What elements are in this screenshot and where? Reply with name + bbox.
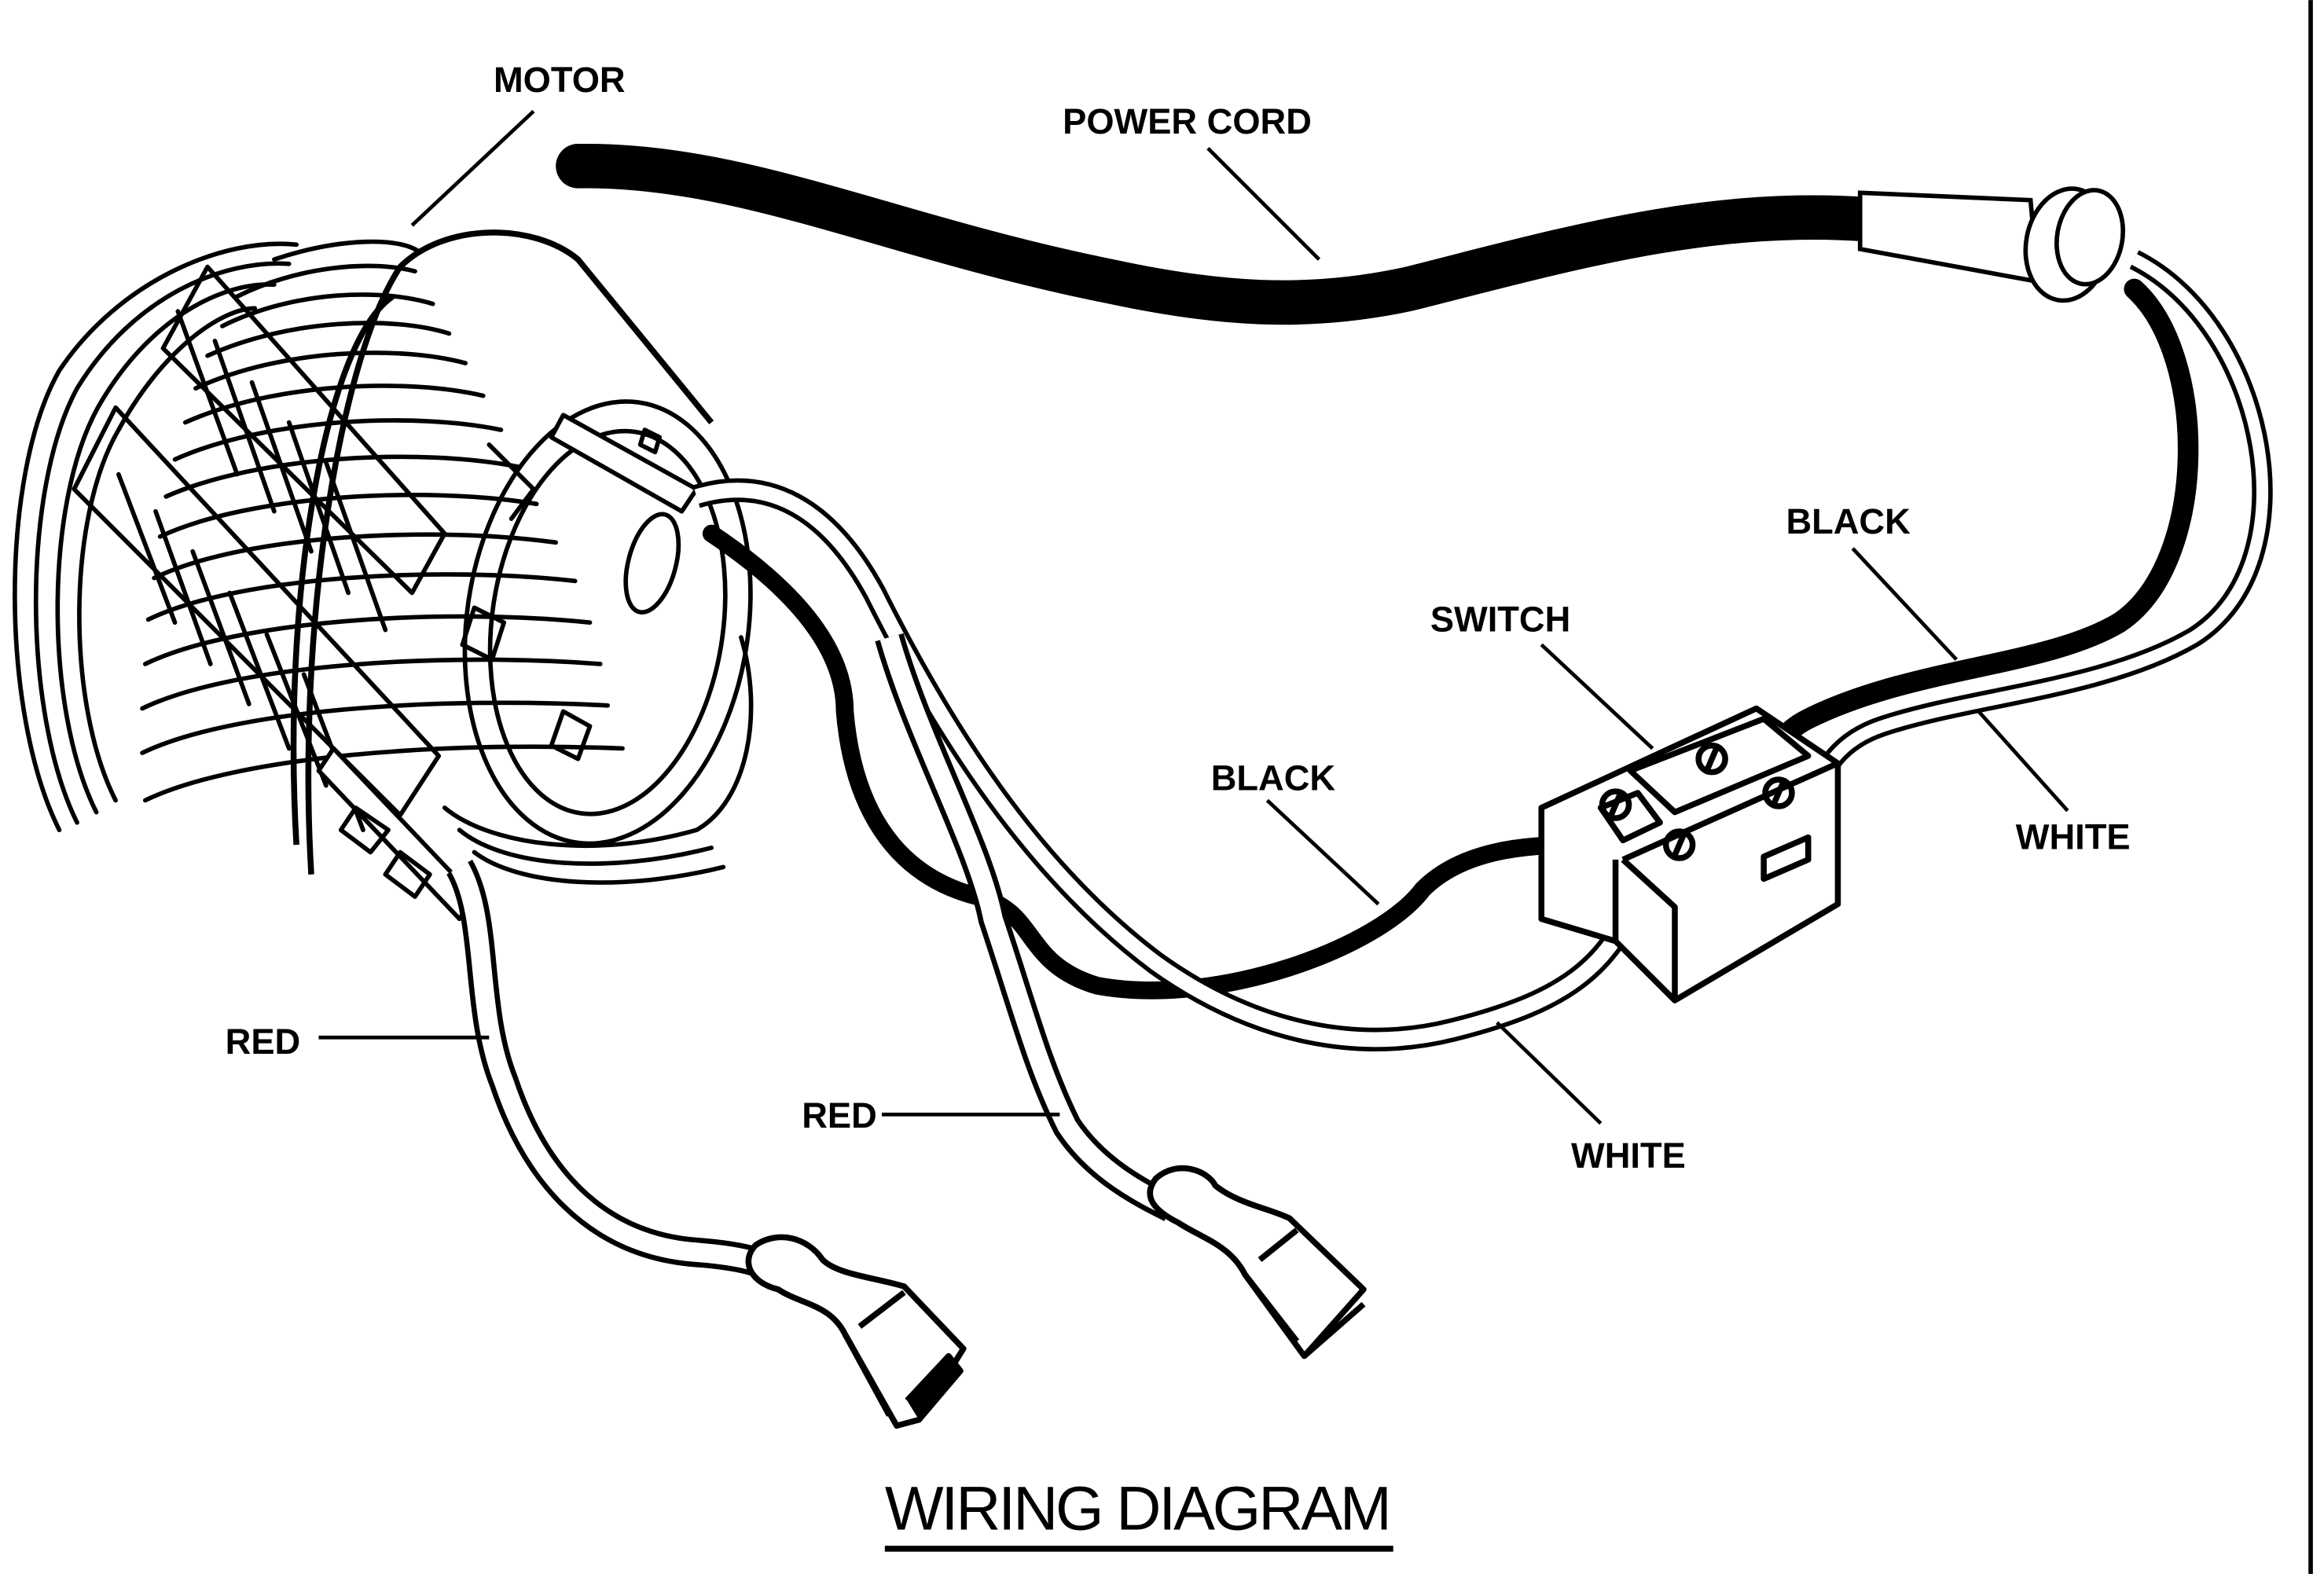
wire-white-motor [693, 478, 1657, 1051]
label-red-left: RED [226, 1022, 301, 1062]
leader-black-lower [1265, 798, 1380, 906]
label-black-lower: BLACK [1211, 758, 1336, 798]
wire-red-left [446, 859, 793, 1288]
label-black-upper: BLACK [1786, 501, 1911, 541]
diagram-title: WIRING DIAGRAM [885, 1473, 1392, 1543]
leader-white-right [1977, 710, 2069, 813]
leader-white-lower [1496, 1021, 1603, 1125]
leader-motor [410, 109, 535, 227]
wire-black-cord [1756, 278, 2199, 781]
switch [1538, 705, 1841, 1003]
wire-white-cord [1805, 250, 2273, 797]
leader-power-cord [1206, 147, 1321, 261]
leader-lines [318, 109, 2069, 1125]
label-power-cord: POWER CORD [1063, 101, 1312, 141]
label-motor: MOTOR [494, 60, 626, 100]
connector-center [1147, 1165, 1367, 1359]
leader-switch [1540, 643, 1654, 750]
motor [13, 229, 754, 922]
label-switch: SWITCH [1430, 599, 1570, 639]
label-red-center: RED [802, 1095, 877, 1136]
power-cord [556, 144, 2126, 325]
leader-black-upper [1851, 547, 1959, 661]
label-white-right: WHITE [2016, 817, 2131, 857]
wire-black-motor [702, 524, 1595, 1000]
label-white-lower: WHITE [1571, 1136, 1686, 1176]
wire-red-center [875, 633, 1178, 1221]
connector-left [745, 1234, 967, 1429]
